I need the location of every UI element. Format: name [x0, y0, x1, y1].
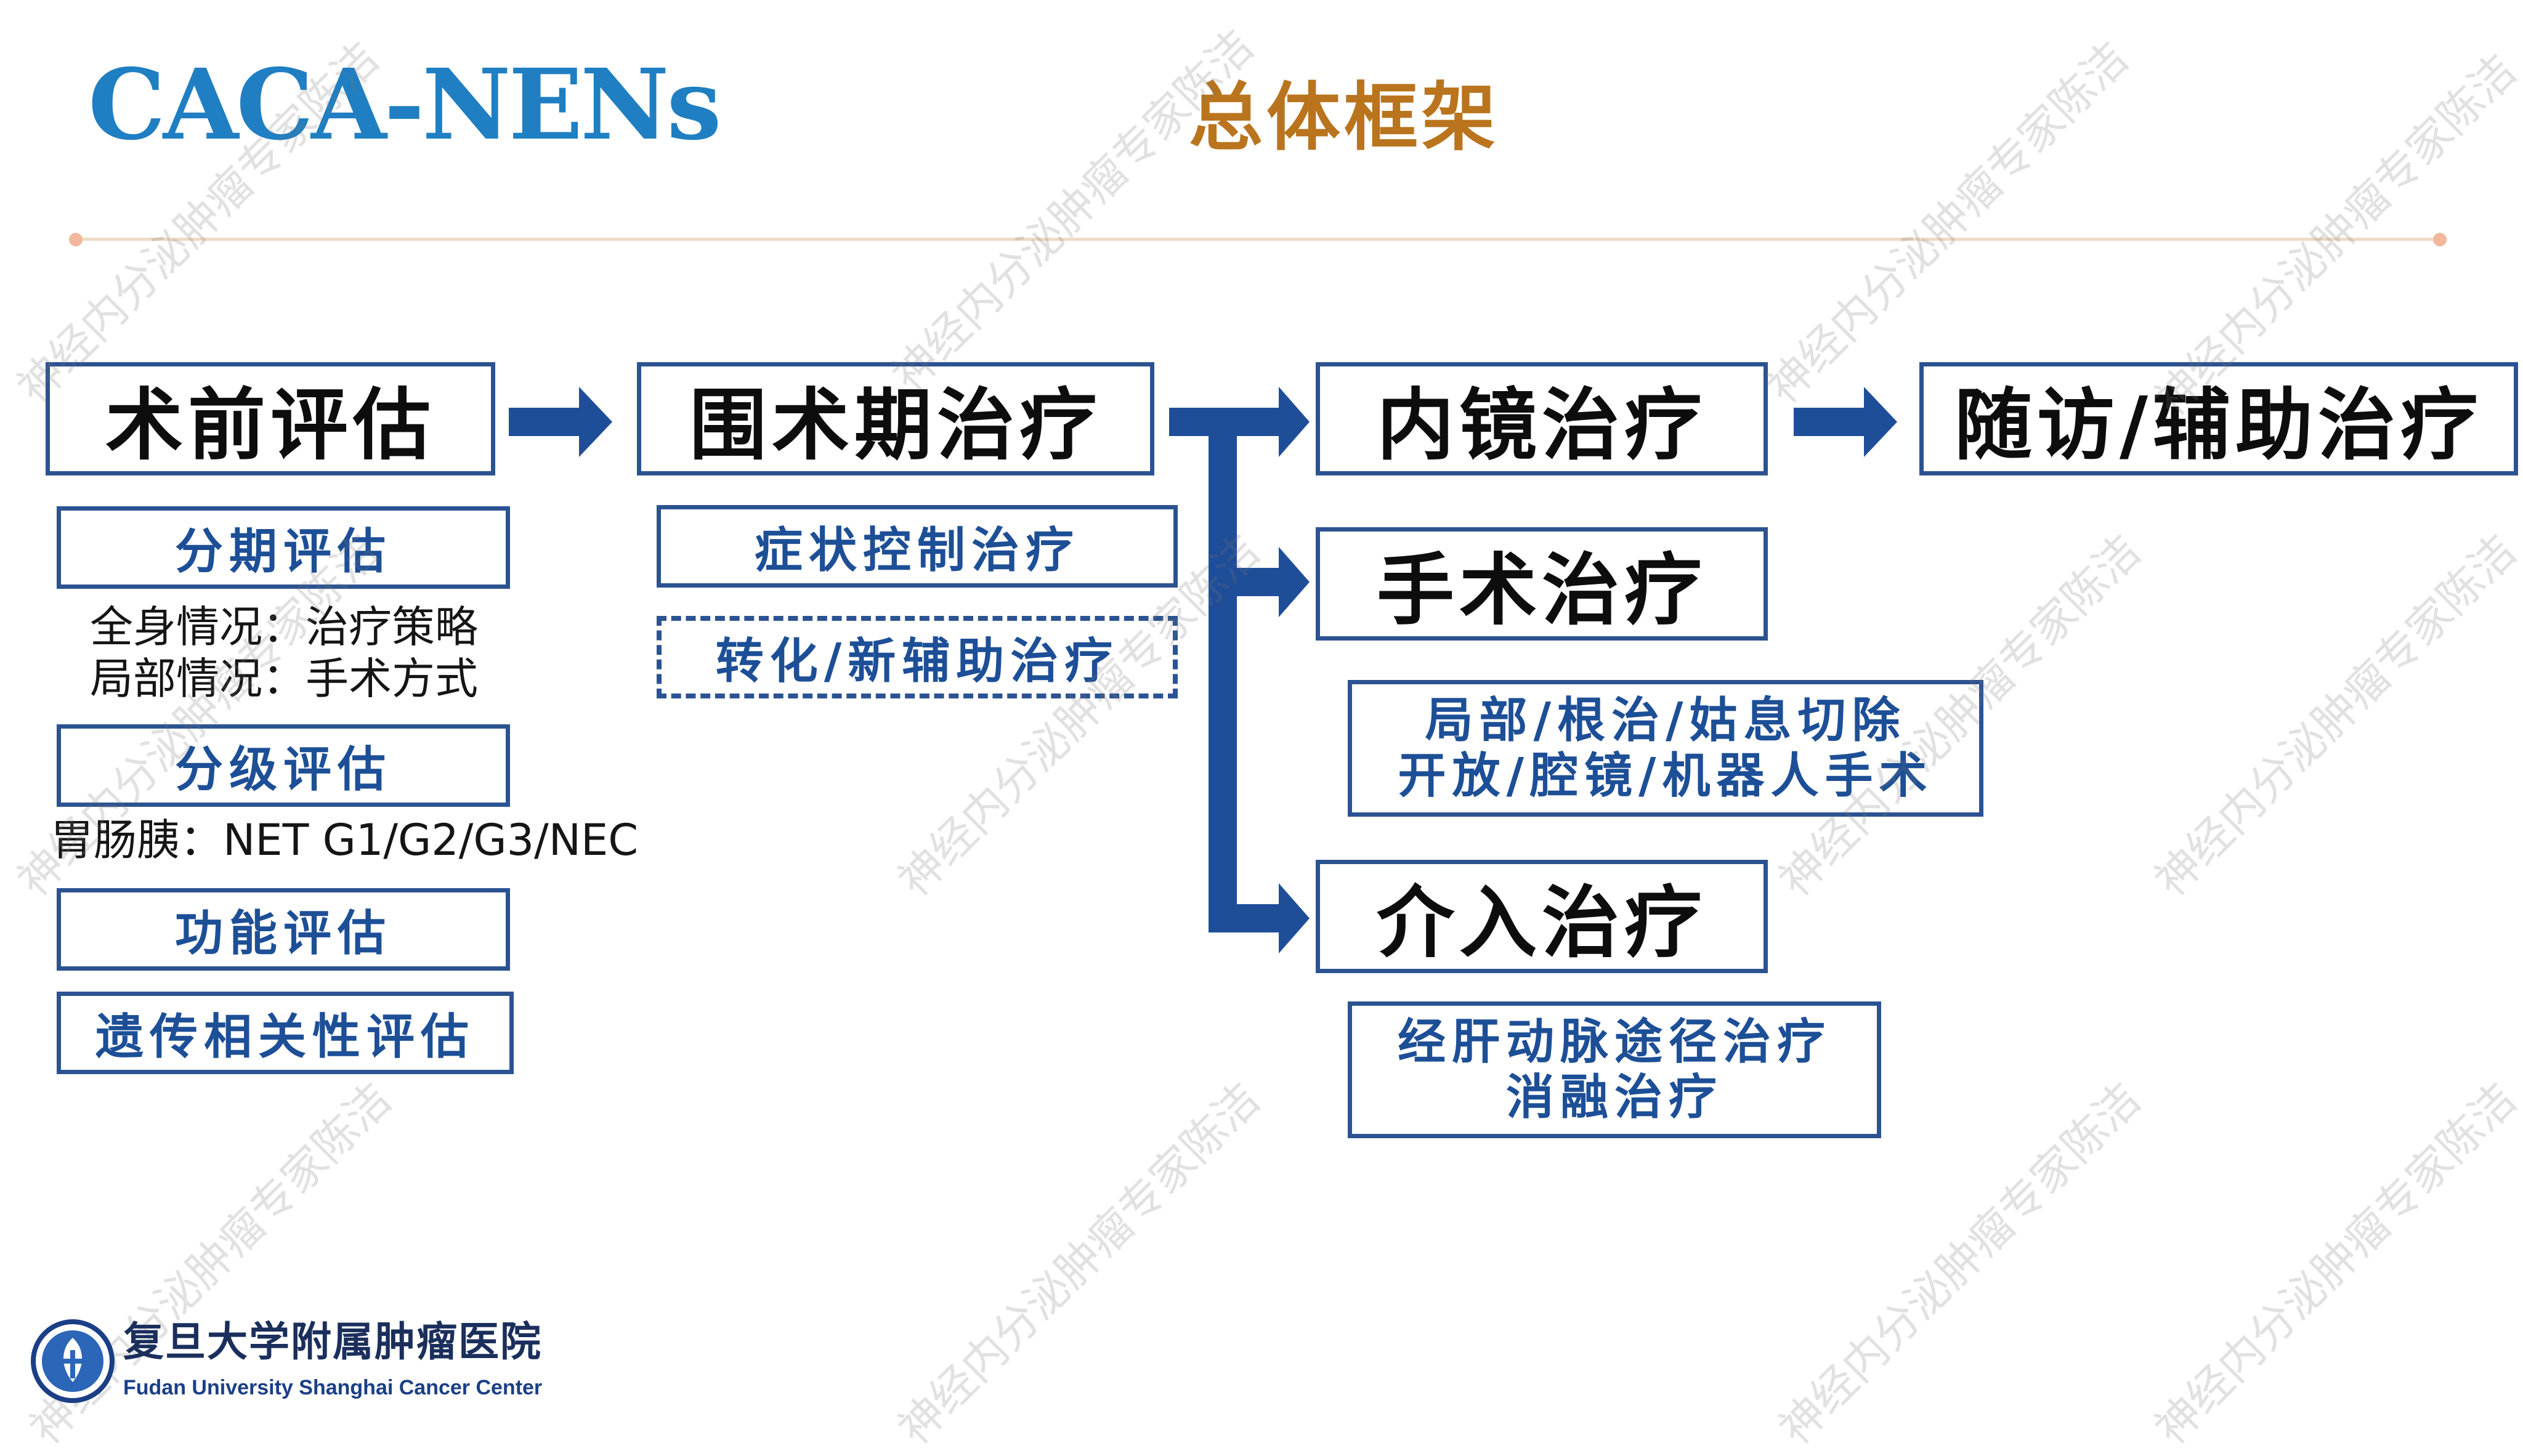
interventional-detail-line1: 经肝动脉途径治疗 — [1397, 1014, 1831, 1070]
preop-grading-assessment: 分级评估 — [57, 724, 510, 807]
stage-followup-adjuvant: 随访/辅助治疗 — [1919, 362, 2518, 475]
periop-conversion-neoadjuvant: 转化/新辅助治疗 — [657, 616, 1178, 698]
grading-note: 胃肠胰：NET G1/G2/G3/NEC — [51, 815, 639, 865]
preop-staging-assessment: 分期评估 — [57, 506, 510, 589]
surgery-detail-line1: 局部/根治/姑息切除 — [1425, 692, 1906, 748]
footer-institution-cn: 复旦大学附属肿瘤医院 — [123, 1317, 542, 1365]
interventional-detail: 经肝动脉途径治疗 消融治疗 — [1348, 1001, 1881, 1138]
staging-note-local: 局部情况：手术方式 — [90, 653, 478, 704]
page-title: 总体框架 — [1189, 75, 1499, 161]
footer-institution-en: Fudan University Shanghai Cancer Center — [123, 1376, 543, 1399]
stage-endoscopic-treatment: 内镜治疗 — [1316, 362, 1768, 475]
divider-left-dot — [69, 233, 83, 246]
hospital-emblem-icon — [31, 1319, 115, 1403]
stage-preop-assessment: 术前评估 — [46, 362, 495, 475]
preop-functional-assessment: 功能评估 — [57, 888, 510, 971]
header-divider — [74, 238, 2447, 241]
stage-surgery: 手术治疗 — [1316, 527, 1768, 641]
preop-genetic-assessment: 遗传相关性评估 — [57, 992, 514, 1074]
surgery-detail: 局部/根治/姑息切除 开放/腔镜/机器人手术 — [1348, 680, 1983, 817]
staging-note-systemic: 全身情况：治疗策略 — [90, 602, 478, 652]
arrow-endoscopic-to-followup — [1794, 387, 1897, 457]
logo-title: CACA-NENs — [88, 48, 721, 162]
divider-right-dot — [2433, 233, 2447, 246]
arrow-periop-branches — [1169, 387, 1310, 953]
stage-periop-treatment: 围术期治疗 — [637, 362, 1154, 475]
surgery-detail-line2: 开放/腔镜/机器人手术 — [1398, 748, 1934, 804]
flow-arrows — [509, 387, 1897, 953]
stage-interventional: 介入治疗 — [1316, 860, 1768, 973]
interventional-detail-line2: 消融治疗 — [1505, 1070, 1723, 1125]
periop-symptom-control: 症状控制治疗 — [657, 505, 1178, 588]
arrow-preop-to-periop — [509, 387, 612, 457]
